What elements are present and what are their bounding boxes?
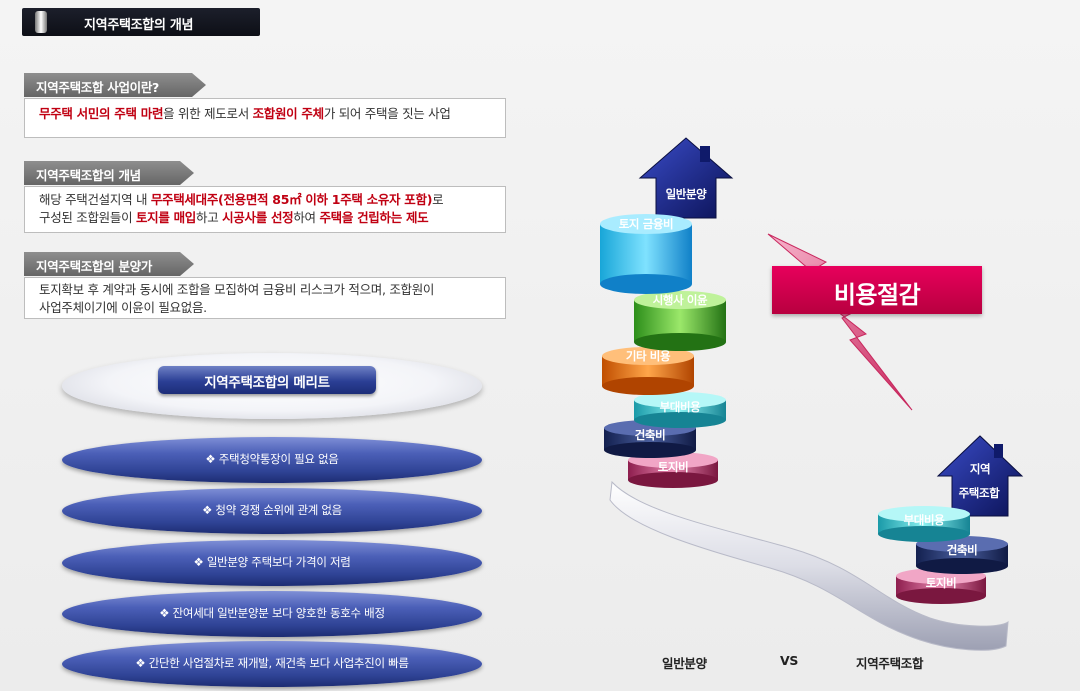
merit-disc: ❖ 청약 경쟁 순위에 관계 없음 [62, 488, 482, 534]
section-line: 구성된 조합원들이 토지를 매입하고 시공사를 선정하여 주택을 건립하는 제도 [39, 209, 491, 227]
lightning-bolt [767, 233, 913, 411]
merit-item-text: 간단한 사업절차로 재개발, 재건축 보다 사업추진이 빠름 [145, 656, 409, 670]
merit-item: ❖ 일반분양 주택보다 가격이 저렴 [62, 554, 482, 570]
merit-title: 지역주택조합의 메리트 [158, 366, 376, 394]
right-house-label-line1: 지역 [969, 462, 991, 476]
right-layer-additional [878, 506, 970, 542]
merit-disc: ❖ 주택청약통장이 필요 없음 [62, 437, 482, 483]
left-layer-label-land: 토지비 [657, 460, 689, 474]
diamond-bullet-icon: ❖ [135, 656, 146, 670]
label-general-sale: 일반분양 [662, 656, 707, 671]
diamond-bullet-icon: ❖ [205, 452, 216, 466]
title-bar-knob [35, 11, 47, 33]
body-text: 을 위한 제도로서 [163, 106, 253, 121]
right-layer-label-land: 토지비 [925, 576, 957, 590]
cost-saving-banner: 비용절감 [772, 266, 982, 314]
merit-disc: ❖ 일반분양 주택보다 가격이 저렴 [62, 540, 482, 586]
body-text: 하고 [196, 210, 223, 225]
right-house-label-line2: 주택조합 [958, 486, 1000, 500]
section-line: 토지확보 후 계약과 동시에 조합을 모집하여 금융비 리스크가 적으며, 조합… [39, 281, 491, 299]
merit-disc: ❖ 잔여세대 일반분양분 보다 양호한 동호수 배정 [62, 591, 482, 637]
left-layer-developer [634, 291, 726, 351]
merit-item-text: 일반분양 주택보다 가격이 저렴 [203, 555, 351, 569]
left-layer-label-etc: 기타 비용 [625, 349, 671, 363]
section-line: 해당 주택건설지역 내 무주택세대주(전용면적 85㎡ 이하 1주택 소유자 포… [39, 191, 491, 209]
highlight-text: 주택을 건립하는 제도 [319, 210, 429, 225]
left-layer-additional [634, 392, 726, 428]
right-layer-label-construction: 건축비 [946, 543, 978, 557]
left-layer-label-additional: 부대비용 [659, 400, 701, 414]
body-text: 사업주체이기에 이윤이 필요없음. [39, 300, 207, 315]
body-text: 하여 [293, 210, 320, 225]
merit-item-text: 주택청약통장이 필요 없음 [215, 452, 339, 466]
diamond-bullet-icon: ❖ [159, 606, 170, 620]
section-tab-price: 지역주택조합의 분양가 [24, 252, 194, 276]
diamond-bullet-icon: ❖ [202, 503, 213, 517]
section-tab-concept: 지역주택조합의 개념 [24, 161, 194, 185]
page-title: 지역주택조합의 개념 [84, 18, 194, 33]
merit-item-text: 잔여세대 일반분양분 보다 양호한 동호수 배정 [169, 606, 385, 620]
section-line: 무주택 서민의 주택 마련을 위한 제도로서 조합원이 주체가 되어 주택을 짓… [39, 105, 491, 123]
merit-item: ❖ 잔여세대 일반분양분 보다 양호한 동호수 배정 [62, 605, 482, 621]
highlight-text: 무주택 서민의 주택 마련 [39, 106, 164, 121]
left-layer-label-finance: 토지 금융비 [618, 217, 674, 231]
left-layer-etc [602, 347, 694, 395]
section-box-concept: 해당 주택건설지역 내 무주택세대주(전용면적 85㎡ 이하 1주택 소유자 포… [24, 186, 506, 233]
right-layer-label-additional: 부대비용 [903, 513, 945, 527]
right-house-icon [936, 435, 1024, 517]
left-house-label: 일반분양 [665, 187, 707, 201]
body-text: 로 [432, 192, 444, 207]
body-text: 토지확보 후 계약과 동시에 조합을 모집하여 금융비 리스크가 적으며, 조합… [39, 282, 435, 297]
left-layer-finance [600, 214, 692, 294]
page-title-bar: 지역주택조합의 개념 [22, 8, 260, 36]
platform-curve [609, 480, 1009, 651]
highlight-text: 토지를 매입 [135, 210, 197, 225]
left-house-icon [638, 137, 734, 219]
left-layer-label-developer: 시행사 이윤 [652, 293, 708, 307]
merit-item: ❖ 간단한 사업절차로 재개발, 재건축 보다 사업추진이 빠름 [62, 655, 482, 671]
merit-item-text: 청약 경쟁 순위에 관계 없음 [212, 503, 342, 517]
merit-item: ❖ 주택청약통장이 필요 없음 [62, 451, 482, 467]
body-text: 가 되어 주택을 짓는 사업 [323, 106, 451, 121]
highlight-text: 조합원이 주체 [252, 106, 325, 121]
label-housing-union: 지역주택조합 [856, 656, 924, 671]
body-text: 해당 주택건설지역 내 [39, 192, 151, 207]
merit-disc: ❖ 간단한 사업절차로 재개발, 재건축 보다 사업추진이 빠름 [62, 641, 482, 687]
label-vs: VS [780, 653, 799, 668]
section-box-price: 토지확보 후 계약과 동시에 조합을 모집하여 금융비 리스크가 적으며, 조합… [24, 277, 506, 319]
section-box-business: 무주택 서민의 주택 마련을 위한 제도로서 조합원이 주체가 되어 주택을 짓… [24, 98, 506, 138]
highlight-text: 무주택세대주(전용면적 85㎡ 이하 1주택 소유자 포함) [150, 192, 433, 207]
section-tab-business: 지역주택조합 사업이란? [24, 73, 206, 97]
left-layer-label-construction: 건축비 [634, 428, 666, 442]
body-text: 구성된 조합원들이 [39, 210, 136, 225]
merit-item: ❖ 청약 경쟁 순위에 관계 없음 [62, 502, 482, 518]
highlight-text: 시공사를 선정 [222, 210, 294, 225]
section-line: 사업주체이기에 이윤이 필요없음. [39, 299, 491, 317]
diamond-bullet-icon: ❖ [193, 555, 204, 569]
